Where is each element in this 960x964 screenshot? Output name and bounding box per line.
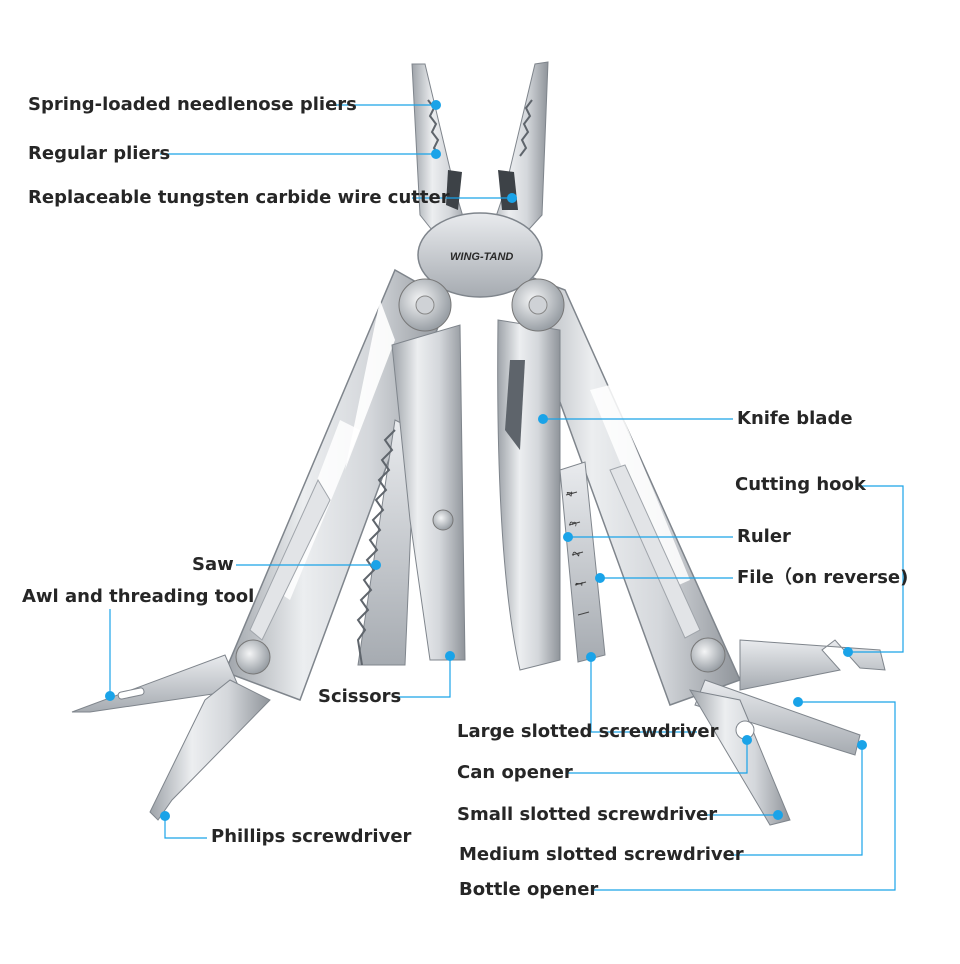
leader-lines [109,104,904,891]
label-knife-blade: Knife blade [737,408,853,429]
callout-dot [445,651,455,661]
callout-dot [843,647,853,657]
brand-logo-text: WING-TAND [450,251,513,263]
callout-dot [431,149,441,159]
callout-dot [105,691,115,701]
callout-dot [773,810,783,820]
label-phillips-screwdriver: Phillips screwdriver [211,826,412,847]
label-needlenose-pliers: Spring-loaded needlenose pliers [28,94,357,115]
left-handle [224,268,449,701]
ruler-file-tool: 4 3 2 1 [559,461,606,663]
callout-dot [431,100,441,110]
knife-blade-tool [497,319,561,671]
callout-dot [793,697,803,707]
callout-dot [586,652,596,662]
label-large-slotted-screwdriver: Large slotted screwdriver [457,721,719,742]
callout-dots [105,100,867,821]
label-ruler: Ruler [737,526,791,547]
can-opener-tool [688,689,791,826]
callout-dot [595,573,605,583]
callout-dot [507,193,517,203]
label-small-slotted-screwdriver: Small slotted screwdriver [457,804,718,825]
callout-dot [160,811,170,821]
label-regular-pliers: Regular pliers [28,143,171,164]
label-medium-slotted-screwdriver: Medium slotted screwdriver [459,844,744,865]
callout-dot [563,532,573,542]
ruler-mark: 3 [569,521,580,528]
phillips-screwdriver-tool [149,679,271,821]
ruler-mark: 2 [572,551,583,558]
label-saw: Saw [192,554,234,575]
pliers-jaws [411,61,549,251]
pliers-pivot-head: WING-TAND [417,212,543,298]
label-can-opener: Can opener [457,762,573,783]
ruler-mark: 4 [566,490,577,497]
ruler-mark: 1 [575,581,586,588]
label-scissors: Scissors [318,686,402,707]
callout-dot [371,560,381,570]
pivot-bolts [235,278,726,675]
cutting-hook-tool [739,639,886,691]
callout-dot [538,414,548,424]
callout-dot [742,735,752,745]
label-bottle-opener: Bottle opener [459,879,599,900]
label-cutting-hook: Cutting hook [735,474,866,495]
callout-dot [857,740,867,750]
label-awl: Awl and threading tool [22,586,255,607]
label-file: File（on reverse) [737,567,909,588]
label-wire-cutter: Replaceable tungsten carbide wire cutter [28,187,450,208]
